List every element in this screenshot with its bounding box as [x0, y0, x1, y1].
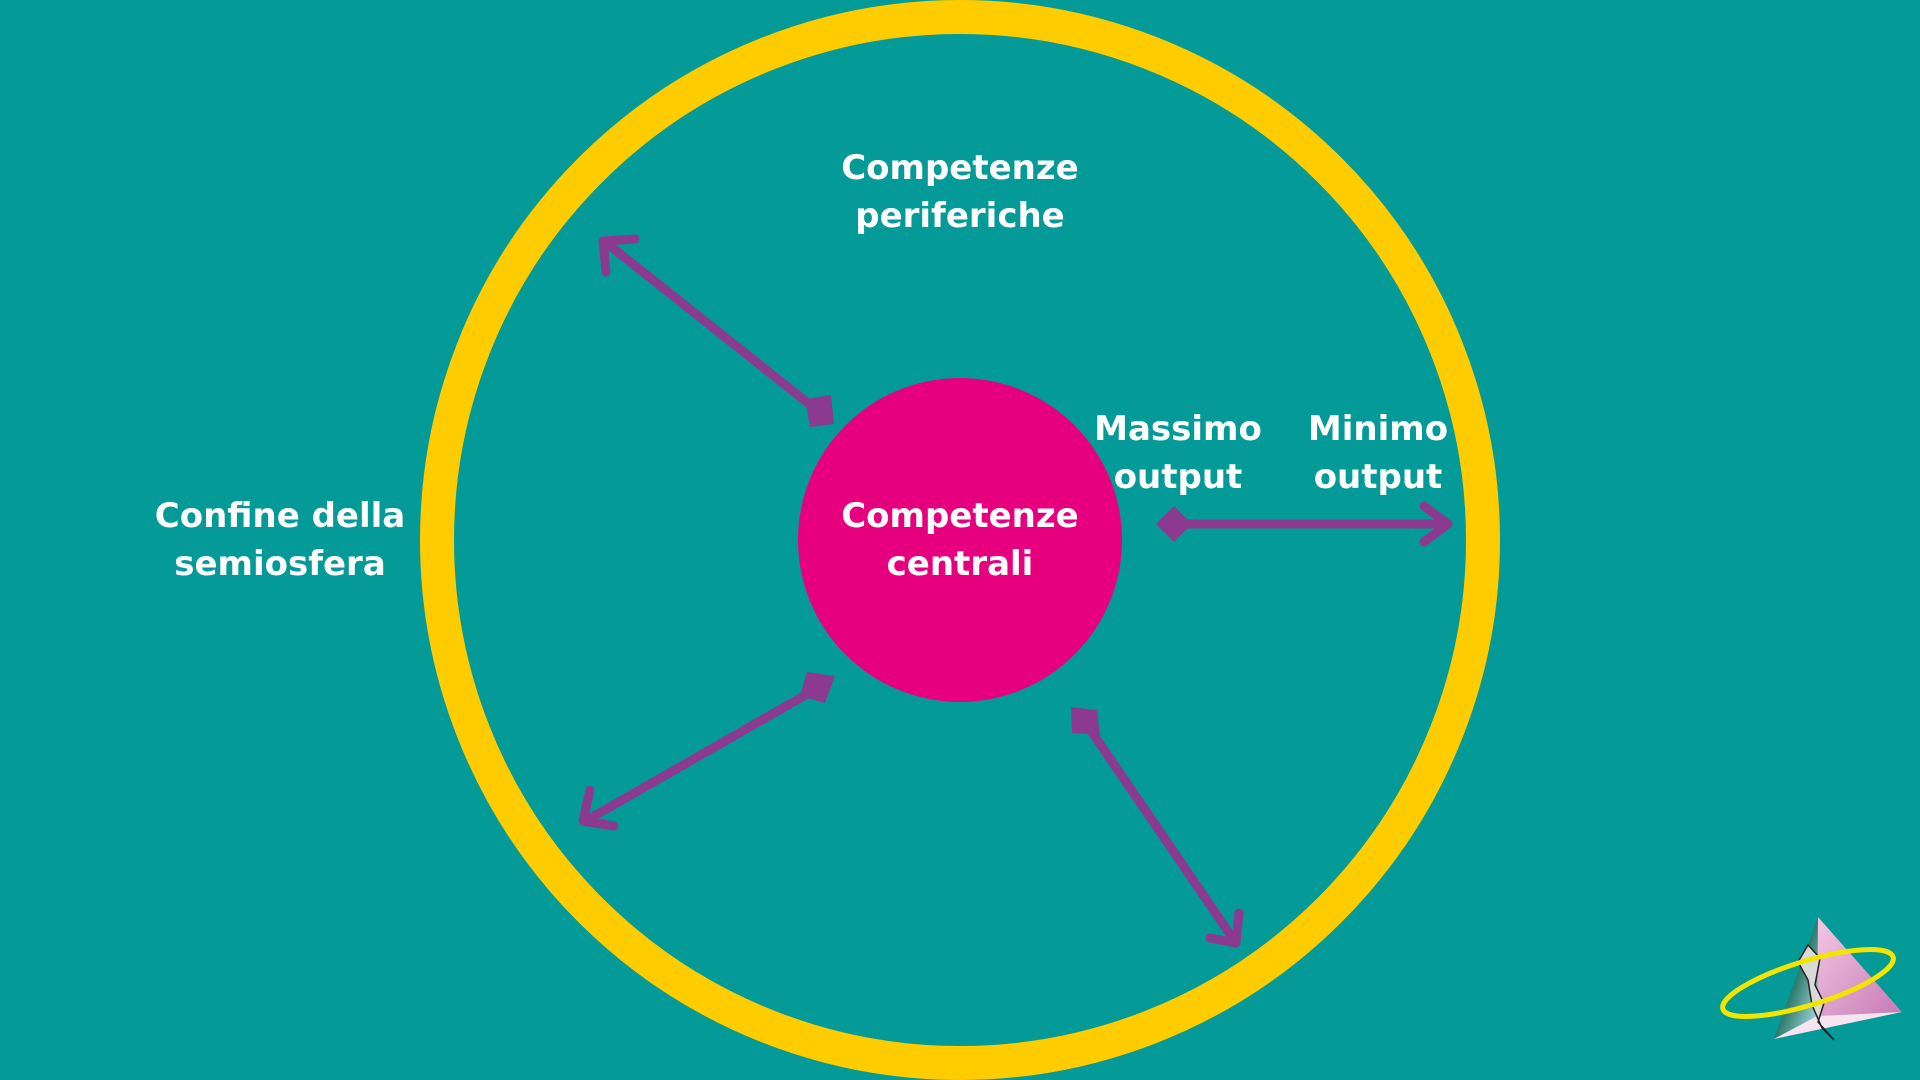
max-output-label-line2: output [1113, 457, 1243, 497]
arrow-lower-right [1071, 707, 1244, 948]
arrow-lower-left [578, 672, 835, 831]
boundary-label-line1: Confine della [154, 496, 406, 536]
semiosphere-boundary-ring [420, 0, 1500, 1080]
min-output-label-line2: output [1313, 457, 1443, 497]
min-output-label-line1: Minimo [1307, 409, 1449, 449]
min-output-label: Minimo output [1278, 405, 1478, 501]
pyramid-with-halo-icon [1720, 917, 1902, 1041]
max-output-label-line1: Massimo [1094, 409, 1262, 449]
core-circle [798, 378, 1122, 702]
periphery-label-line2: periferiche [855, 196, 1065, 236]
arrow-output-range [1156, 501, 1453, 547]
boundary-label: Confine della semiosfera [130, 492, 430, 588]
max-output-label: Massimo output [1078, 405, 1278, 501]
core-label: Competenze centrali [810, 492, 1110, 588]
core-label-line2: centrali [886, 544, 1034, 584]
core-label-line1: Competenze [841, 496, 1079, 536]
boundary-label-line2: semiosfera [174, 544, 386, 584]
periphery-label-line1: Competenze [841, 148, 1079, 188]
arrow-upper-left [598, 234, 834, 427]
periphery-label: Competenze periferiche [810, 144, 1110, 240]
